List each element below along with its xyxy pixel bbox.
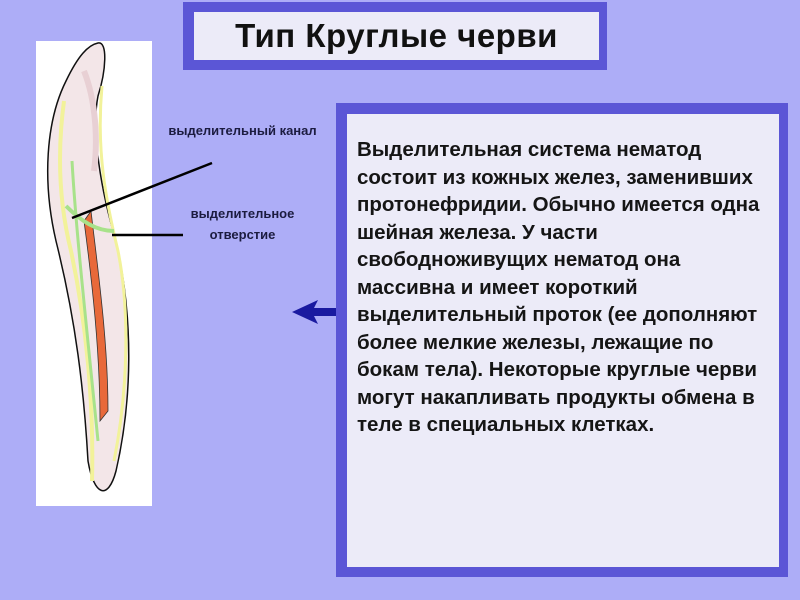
arrow-left-icon xyxy=(292,300,338,324)
slide-title: Тип Круглые черви xyxy=(235,17,558,54)
label-excretory-canal: выделительный канал xyxy=(168,123,317,138)
nematode-drawing xyxy=(46,42,130,492)
description-text: Выделительная система нематод состоит из… xyxy=(357,138,760,436)
nematode-illustration xyxy=(36,41,152,506)
label-excretory-pore: выделительное отверстие xyxy=(190,206,295,242)
title-panel: Тип Круглые черви xyxy=(194,12,599,60)
description-frame: Выделительная система нематод состоит из… xyxy=(336,103,788,577)
canal-pointer-line xyxy=(71,161,213,220)
description-panel: Выделительная система нематод состоит из… xyxy=(347,114,779,567)
title-frame: Тип Круглые черви xyxy=(183,2,607,70)
